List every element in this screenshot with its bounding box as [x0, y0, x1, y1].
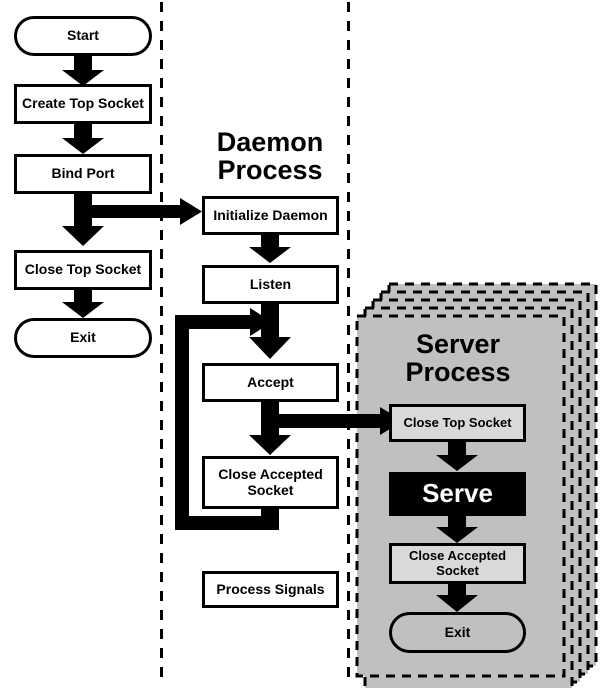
- node-bind-port[interactable]: Bind Port: [14, 154, 152, 194]
- arrow-create-to-bind: [62, 124, 104, 154]
- arrow-layer: [62, 56, 478, 612]
- node-start[interactable]: Start: [14, 16, 152, 56]
- arrow-loop-back-to-accept: [175, 308, 279, 530]
- arrow-accept-to-server: [270, 407, 403, 435]
- arrow-initialize-to-listen: [249, 235, 291, 263]
- arrow-serverclosetop-to-serve: [436, 441, 478, 471]
- daemon-process-title: Daemon Process: [216, 127, 324, 186]
- node-initialize-daemon[interactable]: Initialize Daemon: [202, 196, 339, 235]
- node-listen[interactable]: Listen: [202, 265, 339, 304]
- node-process-signals[interactable]: Process Signals: [202, 571, 339, 608]
- node-accept[interactable]: Accept: [202, 363, 339, 402]
- arrow-start-to-create: [62, 56, 104, 86]
- arrow-serve-to-closeaccepted: [436, 515, 478, 543]
- server-process-title: Server Process: [405, 329, 511, 388]
- node-exit-main[interactable]: Exit: [14, 318, 152, 358]
- node-close-top-socket-server[interactable]: Close Top Socket: [389, 404, 526, 442]
- node-close-top-socket-main[interactable]: Close Top Socket: [14, 250, 152, 290]
- arrow-closeaccepted-to-exit: [436, 583, 478, 612]
- node-create-top-socket[interactable]: Create Top Socket: [14, 84, 152, 124]
- arrow-bind-to-closetop: [62, 192, 104, 246]
- node-serve[interactable]: Serve: [389, 472, 526, 516]
- node-close-accepted-socket-server[interactable]: Close Accepted Socket: [389, 543, 526, 584]
- node-exit-server[interactable]: Exit: [389, 612, 526, 653]
- arrow-bind-to-initialize: [83, 198, 202, 225]
- node-close-accepted-socket-daemon[interactable]: Close Accepted Socket: [202, 456, 339, 509]
- arrow-closetop-to-exit: [62, 290, 104, 318]
